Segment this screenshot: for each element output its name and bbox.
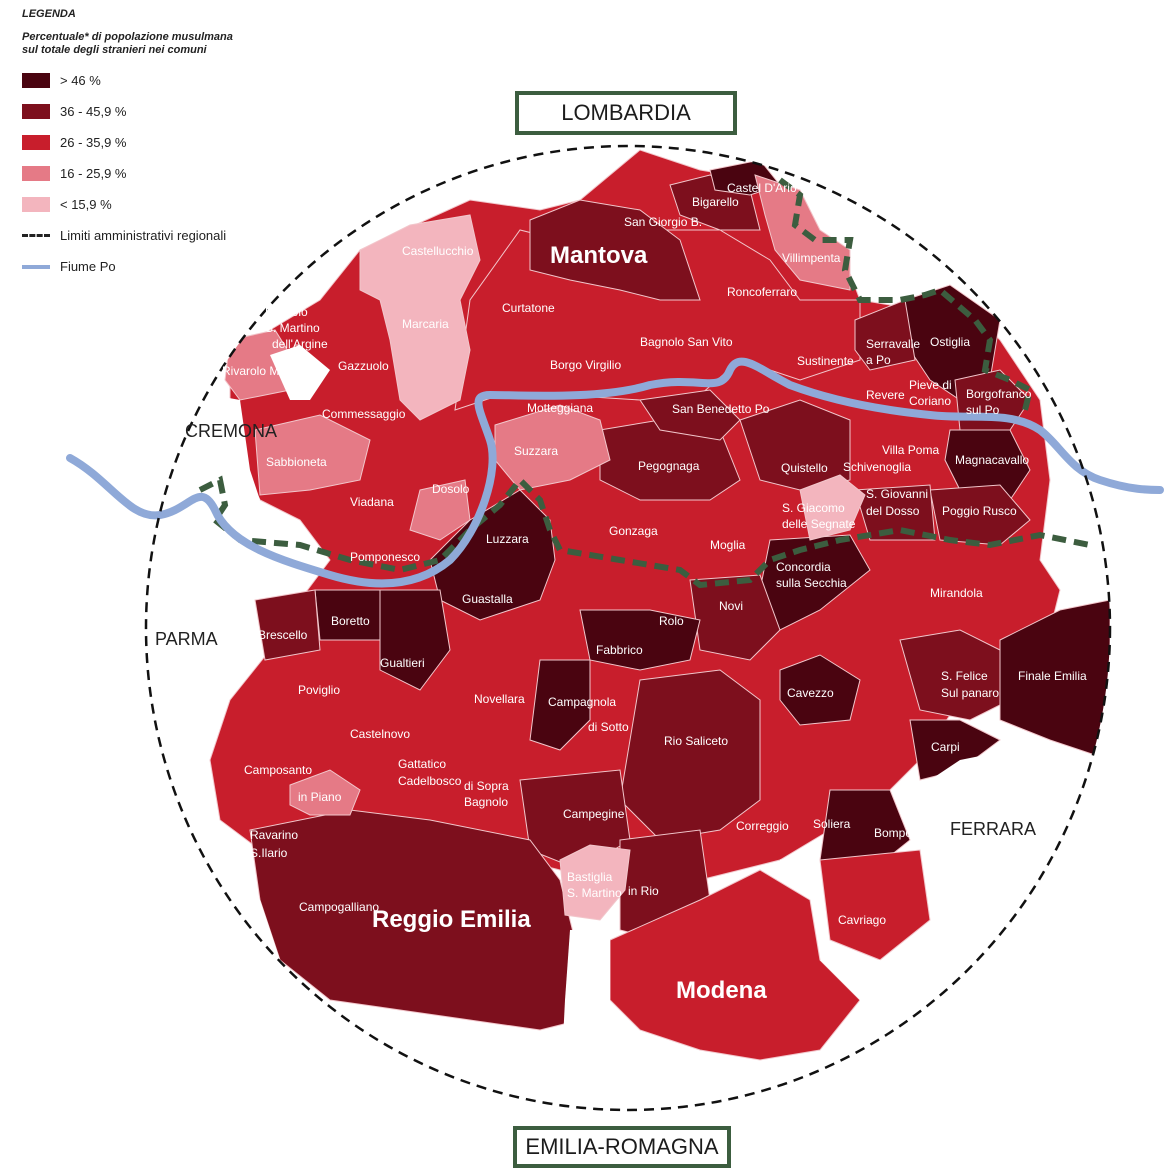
river-swatch — [22, 264, 50, 269]
area-carpi — [619, 669, 761, 841]
area-gualtieri — [379, 589, 451, 691]
area-castellucchio-marcaria — [359, 214, 481, 421]
boundary-swatch — [22, 234, 50, 237]
area-smartino-rio — [559, 844, 631, 921]
area-san-benedetto — [639, 389, 741, 441]
regional-boundary-north — [778, 177, 1034, 411]
legend-river-row: Fiume Po — [22, 251, 322, 282]
area-luzzara-guastalla — [429, 489, 556, 621]
area-blank-cremona-2 — [270, 345, 330, 400]
area-camposanto — [909, 719, 1001, 781]
area-poggio-rusco — [929, 484, 1031, 546]
region-label-emilia-romagna: EMILIA-ROMAGNA — [513, 1126, 731, 1168]
regional-boundary — [198, 475, 1091, 589]
legend-boundary-label: Limiti amministrativi regionali — [60, 228, 227, 243]
legend-class-label: 26 - 35,9 % — [60, 135, 127, 150]
area-serravalle — [854, 299, 916, 371]
area-novi — [689, 574, 781, 661]
legend-swatch — [22, 197, 50, 212]
legend-river-label: Fiume Po — [60, 259, 116, 274]
legend-class-row: < 15,9 % — [22, 189, 322, 220]
area-modena — [609, 869, 861, 1061]
area-campegine — [289, 769, 361, 816]
legend-class-row: 36 - 45,9 % — [22, 96, 322, 127]
area-fabbrico-rolo — [579, 609, 701, 671]
region-label-lombardia: LOMBARDIA — [515, 91, 737, 135]
area-sgiacomo — [799, 474, 866, 541]
legend-class-row: > 46 % — [22, 65, 322, 96]
legend-heading: LEGENDA — [22, 8, 76, 20]
area-mantova — [529, 199, 701, 301]
area-suzzara — [494, 404, 611, 491]
study-area-circle — [144, 144, 1112, 1112]
area-reggio — [249, 809, 581, 1031]
area-dosolo — [409, 479, 471, 541]
area-villimpenta — [754, 174, 851, 291]
area-nonantola — [819, 849, 931, 961]
legend-class-label: 36 - 45,9 % — [60, 104, 127, 119]
area-boretto — [314, 589, 381, 641]
area-cavezzo — [779, 654, 861, 726]
legend-class-label: 16 - 25,9 % — [60, 166, 127, 181]
legend-classes: > 46 % 36 - 45,9 % 26 - 35,9 % 16 - 25,9 % <… — [22, 65, 322, 220]
area-quistello — [739, 399, 851, 491]
legend-class-row: 26 - 35,9 % — [22, 127, 322, 158]
area-brescello — [254, 589, 321, 661]
legend-title-line1: Percentuale* di popolazione musulmana — [22, 31, 233, 43]
legend-swatch — [22, 135, 50, 150]
area-campagnola — [529, 659, 591, 751]
legend-class-row: 16 - 25,9 % — [22, 158, 322, 189]
legend-boundary-row: Limiti amministrativi regionali — [22, 220, 322, 251]
legend-class-label: > 46 % — [60, 73, 101, 88]
area-blank-south — [560, 930, 610, 1100]
legend-swatch — [22, 104, 50, 119]
legend: LEGENDA Percentuale* di popolazione musu… — [22, 8, 322, 282]
legend-title-line2: sul totale degli stranieri nei comuni — [22, 44, 207, 56]
legend-swatch — [22, 166, 50, 181]
area-sabbioneta — [254, 414, 371, 496]
comuni-areas — [146, 149, 1110, 1100]
legend-class-label: < 15,9 % — [60, 197, 112, 212]
legend-swatch — [22, 73, 50, 88]
area-finale — [999, 599, 1110, 761]
river-po — [66, 357, 1164, 588]
